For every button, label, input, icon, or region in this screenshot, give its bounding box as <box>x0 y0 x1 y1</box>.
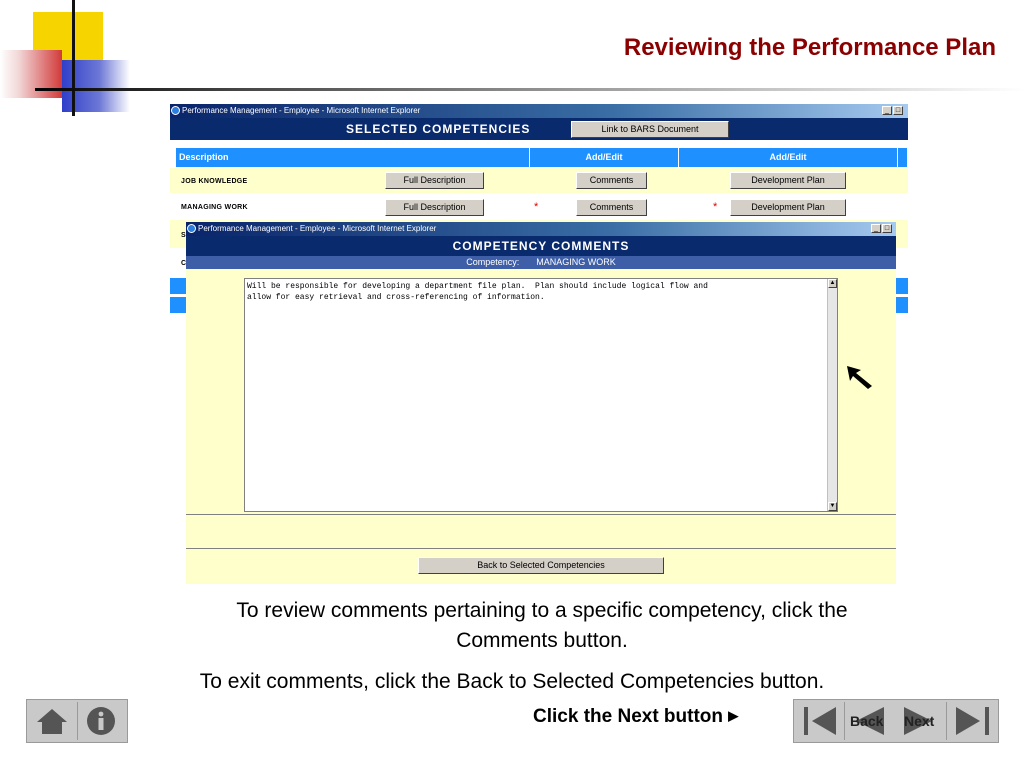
decor-vertical-line <box>72 0 75 116</box>
caption-line-1: To review comments pertaining to a speci… <box>236 599 848 622</box>
scroll-down-icon[interactable]: ▼ <box>828 502 837 511</box>
required-star: * <box>713 201 718 213</box>
competency-label: Competency: <box>466 257 520 267</box>
competency-comments-window: Performance Management - Employee - Micr… <box>186 222 896 584</box>
comments-button[interactable]: Comments <box>576 172 647 189</box>
click-next-instruction: Click the Next button ▶ <box>533 706 738 728</box>
col-description: Description <box>176 148 530 167</box>
required-star: * <box>534 201 539 213</box>
slide-title: Reviewing the Performance Plan <box>623 34 996 61</box>
ie-icon <box>171 106 180 115</box>
divider <box>186 548 896 549</box>
competency-name: JOB KNOWLEDGE <box>181 178 248 185</box>
col-addedit-devplan: Add/Edit <box>679 148 898 167</box>
last-slide-icon[interactable] <box>954 705 992 737</box>
full-description-button[interactable]: Full Description <box>385 172 484 189</box>
home-icon[interactable] <box>35 706 69 736</box>
first-slide-icon[interactable] <box>802 705 838 737</box>
comment-text: Will be responsible for developing a dep… <box>247 282 708 302</box>
competency-name: C <box>181 260 187 267</box>
popup-title: Performance Management - Employee - Micr… <box>198 224 437 233</box>
table-row: JOB KNOWLEDGE Full Description Comments … <box>170 168 908 193</box>
development-plan-button[interactable]: Development Plan <box>730 172 846 189</box>
maximize-icon[interactable]: □ <box>882 224 892 233</box>
comments-button[interactable]: Comments <box>576 199 647 216</box>
divider <box>186 514 896 515</box>
caption-line-3: To exit comments, click the Back to Sele… <box>199 670 825 693</box>
ie-icon <box>187 224 196 233</box>
next-label[interactable]: Next <box>904 713 935 729</box>
mouse-pointer-icon <box>847 366 872 389</box>
minimize-icon[interactable]: _ <box>882 106 892 115</box>
window-titlebar: Performance Management - Employee - Micr… <box>170 104 908 118</box>
click-next-text: Click the Next button <box>533 706 724 727</box>
scroll-up-icon[interactable]: ▲ <box>828 279 837 288</box>
selected-competencies-header: SELECTED COMPETENCIES Link to BARS Docum… <box>170 118 908 140</box>
back-arrow-icon[interactable] <box>850 705 886 737</box>
development-plan-button[interactable]: Development Plan <box>730 199 846 216</box>
nav-right-panel: Back Next <box>793 699 999 743</box>
textarea-scrollbar[interactable]: ▲ ▼ <box>827 279 837 511</box>
minimize-icon[interactable]: _ <box>871 224 881 233</box>
competency-name: MANAGING WORK <box>181 204 248 211</box>
nav-left-panel <box>26 699 128 743</box>
comment-textarea[interactable]: Will be responsible for developing a dep… <box>244 278 838 512</box>
play-triangle-icon: ▶ <box>728 708 739 723</box>
back-to-selected-competencies-button[interactable]: Back to Selected Competencies <box>418 557 664 574</box>
competency-value: MANAGING WORK <box>536 257 616 267</box>
col-addedit-comments: Add/Edit <box>530 148 679 167</box>
link-bars-button[interactable]: Link to BARS Document <box>571 121 729 138</box>
maximize-icon[interactable]: □ <box>893 106 903 115</box>
competency-label-bar: Competency: MANAGING WORK <box>186 256 896 269</box>
popup-titlebar: Performance Management - Employee - Micr… <box>186 222 896 236</box>
header-title: SELECTED COMPETENCIES <box>346 122 531 136</box>
competency-name: S <box>181 232 186 239</box>
caption-line-2: Comments button. <box>456 629 628 652</box>
back-label[interactable]: Back <box>850 713 884 729</box>
competency-comments-header: COMPETENCY COMMENTS <box>186 236 896 256</box>
table-row: MANAGING WORK Full Description * Comment… <box>170 193 908 220</box>
window-title: Performance Management - Employee - Micr… <box>182 106 421 115</box>
full-description-button[interactable]: Full Description <box>385 199 484 216</box>
info-icon[interactable] <box>85 705 117 737</box>
col-spacer <box>898 148 908 167</box>
next-arrow-icon[interactable] <box>902 705 938 737</box>
decor-horizontal-line <box>35 88 1024 91</box>
